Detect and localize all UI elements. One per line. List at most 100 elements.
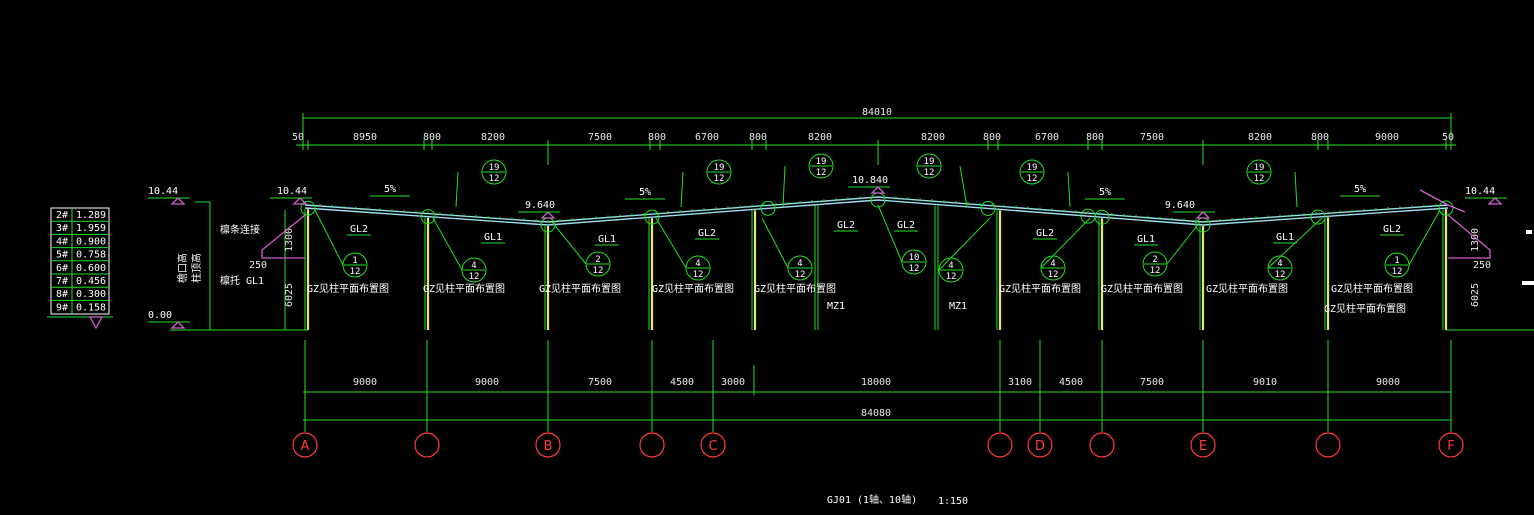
axis-label: E bbox=[1199, 439, 1207, 454]
callout-top: 1 bbox=[1394, 256, 1399, 266]
dim-bottom-segment: 7500 bbox=[588, 377, 612, 388]
elev-triangle bbox=[292, 197, 308, 205]
callout-top: 19 bbox=[1254, 163, 1265, 173]
callout-top: 2 bbox=[595, 255, 600, 265]
dim-top-segment: 8200 bbox=[481, 132, 505, 143]
callout-leader bbox=[455, 171, 459, 208]
elev-ground: 0.00 bbox=[148, 310, 172, 321]
table-cell: 3# bbox=[56, 223, 68, 234]
column-note: GZ见柱平面布置图 bbox=[1324, 302, 1406, 315]
detail-callout bbox=[481, 159, 507, 185]
dim-top-segment: 8200 bbox=[1248, 132, 1272, 143]
dim-bottom-segment: 9000 bbox=[1376, 377, 1400, 388]
dim-top-segment: 6700 bbox=[695, 132, 719, 143]
callout-top: 10 bbox=[909, 253, 920, 263]
dim-top-segment: 50 bbox=[1442, 132, 1454, 143]
table-cell: 8# bbox=[56, 289, 68, 300]
axis-bubble bbox=[639, 432, 665, 458]
beam-label: GL2 bbox=[837, 220, 855, 231]
mz1-label: MZ1 bbox=[949, 301, 967, 312]
callout-leader bbox=[680, 171, 684, 208]
callout-top: 19 bbox=[1027, 163, 1038, 173]
axis-bubble bbox=[700, 432, 726, 458]
column-note: GZ见柱平面布置图 bbox=[307, 282, 389, 295]
table-cell: 7# bbox=[56, 276, 68, 287]
callout-bottom: 12 bbox=[1254, 174, 1265, 184]
joint-circle bbox=[1094, 209, 1110, 225]
dim-top-segment: 50 bbox=[292, 132, 304, 143]
callout-top: 4 bbox=[1277, 259, 1282, 269]
column-note: GZ见柱平面布置图 bbox=[652, 282, 734, 295]
joint-circle bbox=[1310, 209, 1326, 225]
beam-label: GL1 bbox=[1276, 232, 1294, 243]
note-left-2: 檩托 GL1 bbox=[220, 274, 264, 287]
callout-top: 2 bbox=[1152, 255, 1157, 265]
elev-triangle bbox=[870, 186, 886, 194]
callout-leader bbox=[761, 217, 789, 269]
callout-bottom: 12 bbox=[816, 168, 827, 178]
table-cell: 2# bbox=[56, 210, 68, 221]
detail-callout bbox=[1246, 159, 1272, 185]
callout-leader bbox=[1166, 221, 1201, 265]
callout-bottom: 12 bbox=[469, 272, 480, 282]
axis-bubble bbox=[1315, 432, 1341, 458]
haunch-label: 1300 bbox=[284, 228, 295, 252]
drawing-scale: 1:150 bbox=[938, 496, 968, 507]
dim-bottom-segment: 3100 bbox=[1008, 377, 1032, 388]
table-cell: 1.959 bbox=[76, 223, 106, 234]
dim-bottom-segment: 4500 bbox=[1059, 377, 1083, 388]
callout-leader bbox=[938, 217, 991, 271]
callout-top: 19 bbox=[489, 163, 500, 173]
callout-bottom: 12 bbox=[1150, 266, 1161, 276]
callout-bottom: 12 bbox=[489, 174, 500, 184]
dim-bottom-segment: 9000 bbox=[475, 377, 499, 388]
axis-label: C bbox=[708, 439, 717, 454]
dim-top-segment: 8950 bbox=[353, 132, 377, 143]
mz1-label: MZ1 bbox=[827, 301, 845, 312]
dim-top-segment: 800 bbox=[648, 132, 666, 143]
callout-top: 19 bbox=[714, 163, 725, 173]
callout-bottom: 12 bbox=[946, 272, 957, 282]
dim-top-segment: 800 bbox=[749, 132, 767, 143]
drawing-title: GJ01 (1轴、10轴) bbox=[827, 493, 917, 506]
beam-label: GL2 bbox=[897, 220, 915, 231]
callout-leader bbox=[655, 217, 687, 269]
detail-callout bbox=[706, 159, 732, 185]
callout-bottom: 12 bbox=[924, 168, 935, 178]
roof-beam-bottom bbox=[304, 199, 1449, 226]
elev-left-top: 10.44 bbox=[277, 186, 307, 197]
callout-bottom: 12 bbox=[795, 270, 806, 280]
slope-label: 5% bbox=[639, 187, 651, 198]
callout-top: 4 bbox=[471, 261, 476, 271]
callout-leader bbox=[877, 204, 903, 263]
elev-left-outer: 10.44 bbox=[148, 186, 178, 197]
gutter-right bbox=[1419, 189, 1466, 213]
table-cell: 1.289 bbox=[76, 210, 106, 221]
table-cell: 4# bbox=[56, 236, 68, 247]
dim-bottom-segment: 3000 bbox=[721, 377, 745, 388]
callout-leader bbox=[314, 209, 344, 266]
dim-top-segment: 800 bbox=[983, 132, 1001, 143]
dim-bottom-segment: 7500 bbox=[1140, 377, 1164, 388]
axis-bubble bbox=[535, 432, 561, 458]
col-height-left: 6025 bbox=[284, 283, 295, 307]
beam-label: GL2 bbox=[698, 228, 716, 239]
column-note: GZ见柱平面布置图 bbox=[1331, 282, 1413, 295]
callout-top: 19 bbox=[816, 157, 827, 167]
table-cell: 0.900 bbox=[76, 236, 106, 247]
table-cell: 6# bbox=[56, 263, 68, 274]
axis-label: D bbox=[1035, 439, 1045, 454]
table-cell: 5# bbox=[56, 250, 68, 261]
table-cell: 0.600 bbox=[76, 263, 106, 274]
note-left-1: 檩条连接 bbox=[220, 223, 260, 236]
callout-bottom: 12 bbox=[350, 267, 361, 277]
axis-label: A bbox=[301, 439, 310, 454]
elev-triangle bbox=[540, 211, 556, 219]
table-cell: 0.456 bbox=[76, 276, 106, 287]
column-note: GZ见柱平面布置图 bbox=[754, 282, 836, 295]
callout-leader bbox=[432, 217, 463, 271]
beam-label: GL2 bbox=[350, 224, 368, 235]
elev-ridge: 10.840 bbox=[852, 175, 888, 186]
axis-bubble bbox=[1027, 432, 1053, 458]
axis-label: F bbox=[1447, 439, 1454, 454]
